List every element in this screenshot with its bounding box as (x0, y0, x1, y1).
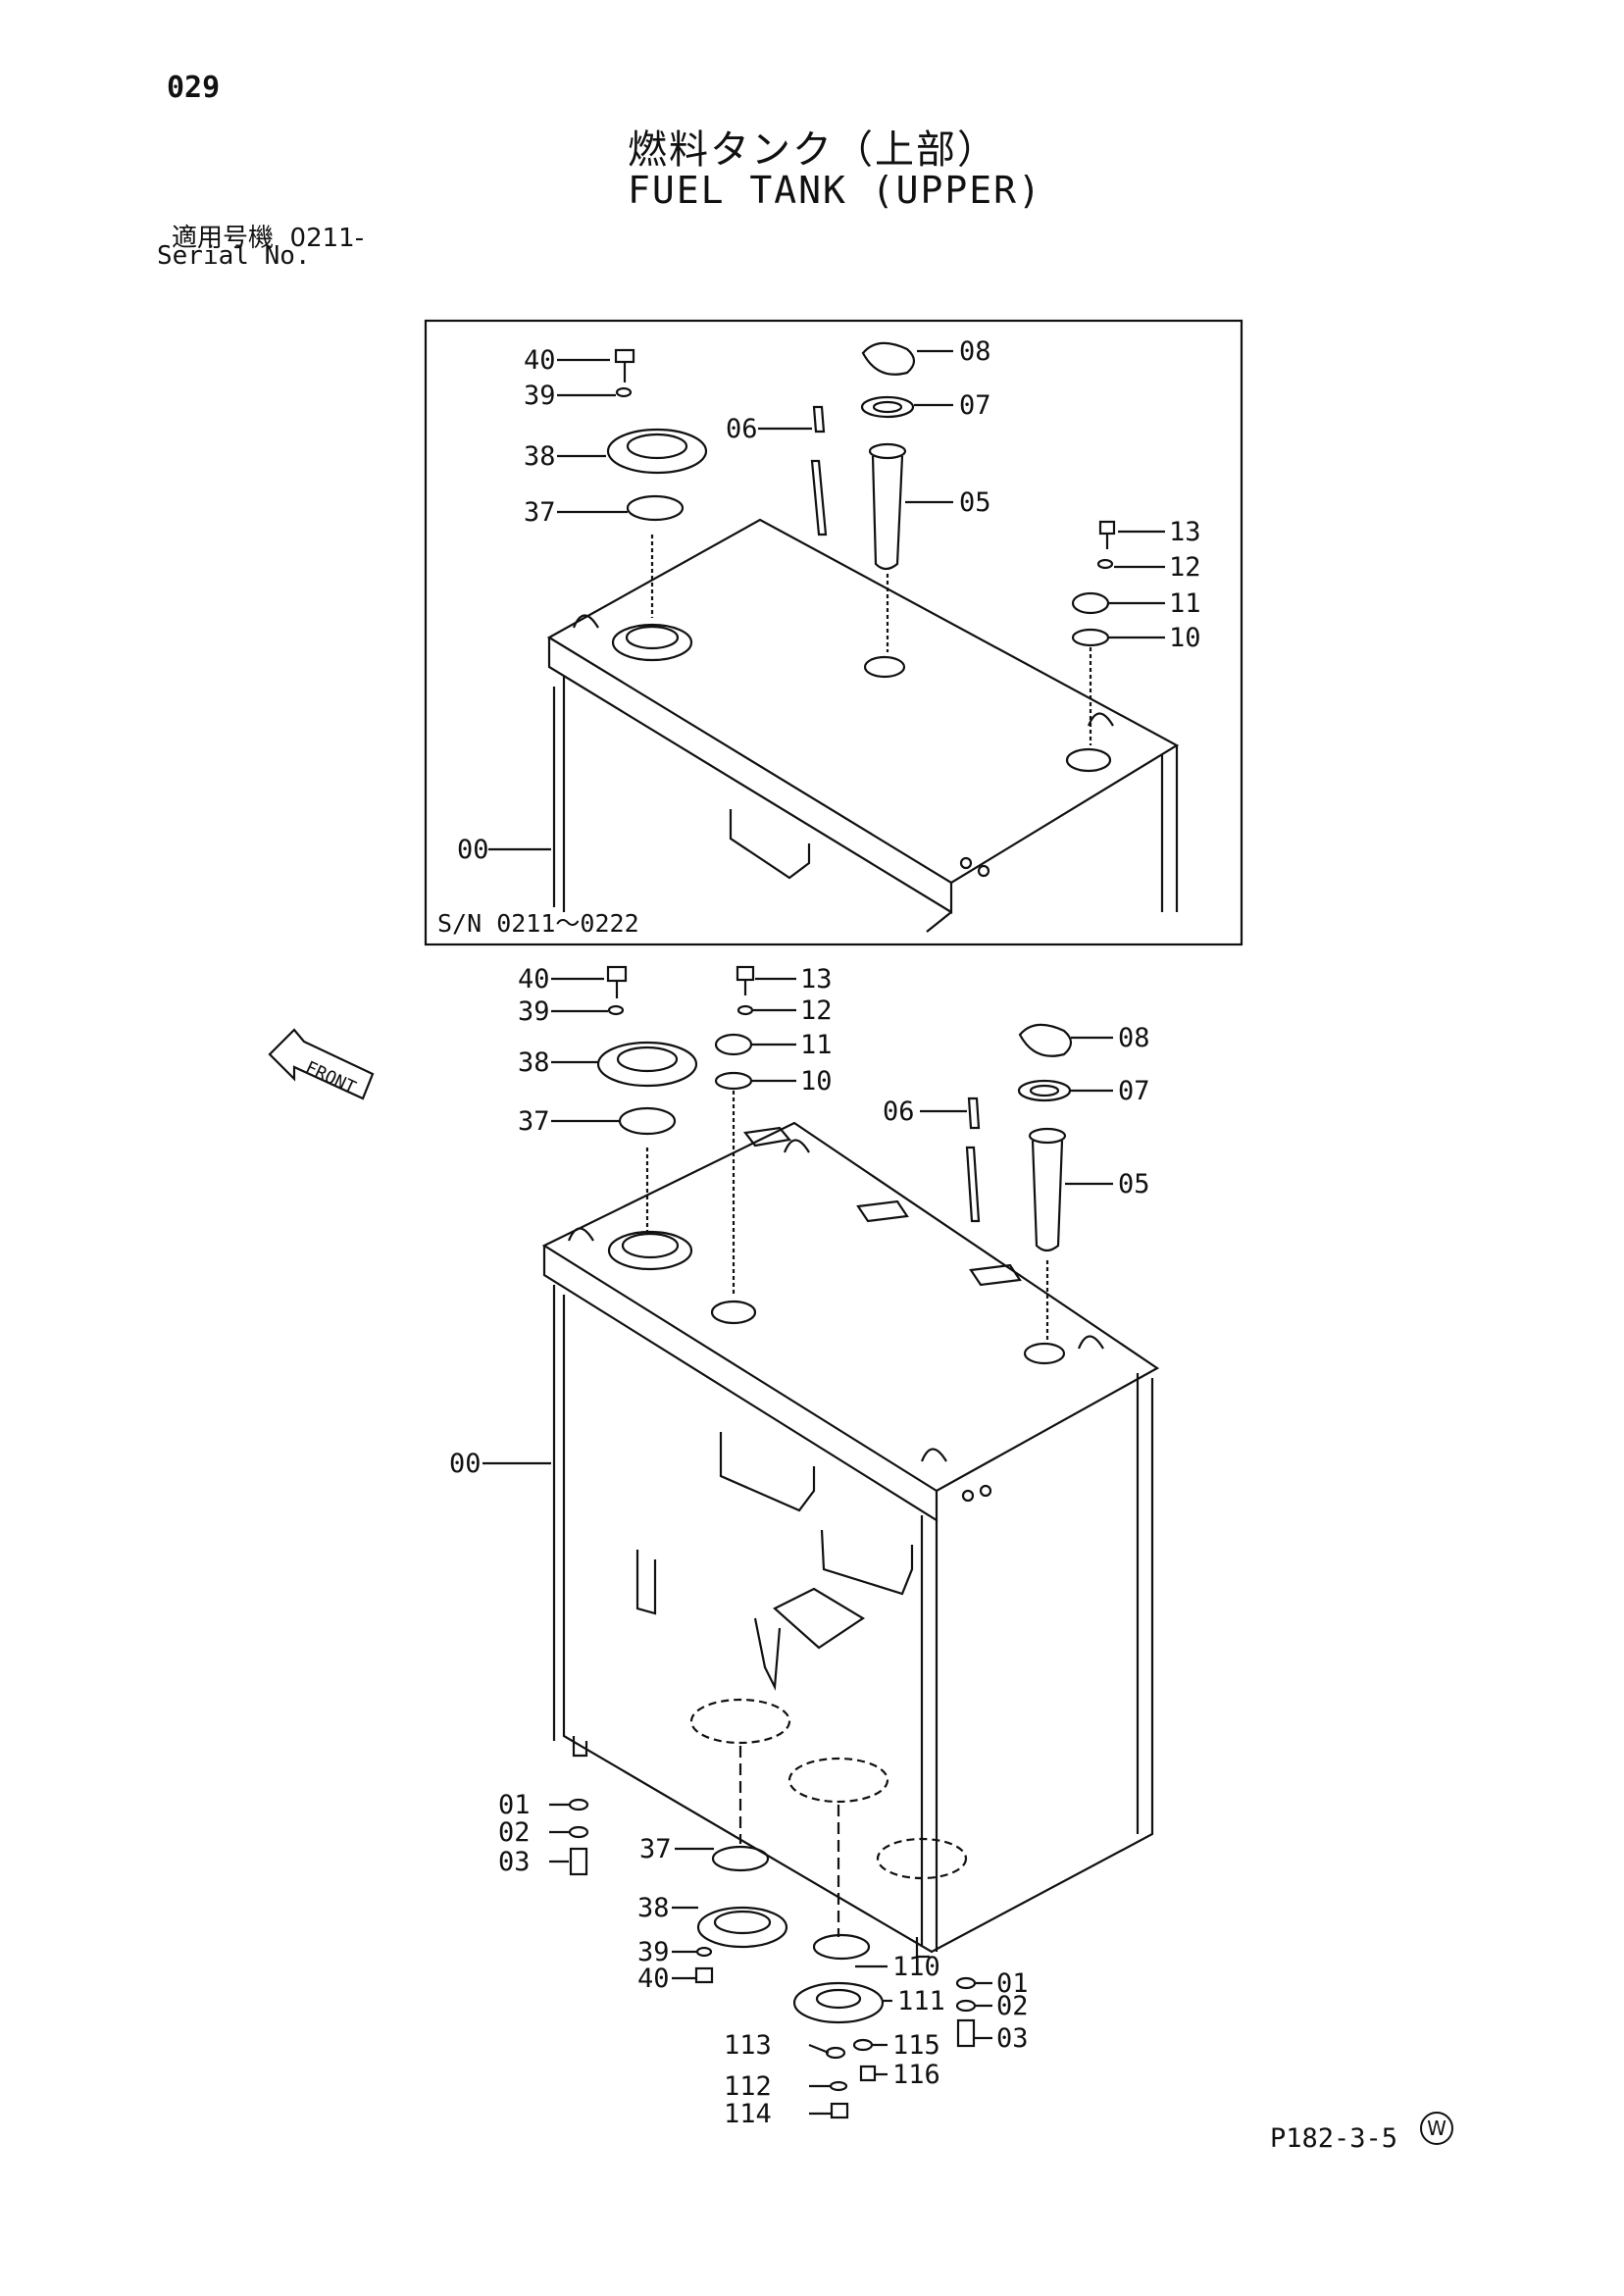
main-callout-02-left: 02 (498, 1817, 531, 1848)
serial-label-japanese: 適用号機 (172, 224, 275, 253)
main-callout-114: 114 (724, 2099, 772, 2129)
main-callout-06: 06 (883, 1097, 915, 1127)
main-callout-115: 115 (892, 2030, 940, 2061)
front-arrow-icon (268, 1028, 375, 1100)
main-callout-39: 39 (518, 996, 550, 1027)
page-number: 029 (167, 71, 221, 105)
w-mark-icon: W (1420, 2112, 1453, 2145)
inset-callout-00: 00 (457, 835, 489, 865)
main-callout-00: 00 (449, 1449, 482, 1479)
inset-callout-37: 37 (524, 497, 556, 528)
main-callout-13: 13 (800, 964, 833, 995)
main-callout-111: 111 (897, 1986, 945, 2016)
inset-callout-05: 05 (959, 487, 991, 518)
main-callout-08: 08 (1118, 1023, 1150, 1053)
inset-callout-40: 40 (524, 345, 556, 376)
main-callout-110: 110 (892, 1952, 940, 1982)
serial-label-english: Serial No. (157, 241, 311, 271)
inset-serial-range: S/N 0211～0222 (437, 909, 639, 938)
main-callout-02-right: 02 (996, 1991, 1029, 2021)
main-callout-12: 12 (800, 995, 833, 1026)
page-title-japanese: 燃料タンク（上部） (628, 128, 998, 173)
serial-value: 0211- (289, 224, 365, 253)
inset-callouts: 40 39 38 37 06 08 07 05 13 12 11 10 00 S… (437, 336, 1201, 938)
inset-callout-39: 39 (524, 381, 556, 411)
inset-callout-38: 38 (524, 441, 556, 472)
main-callout-10: 10 (800, 1066, 833, 1097)
main-callouts: FRONT 40 39 38 37 13 12 11 10 08 07 05 0… (302, 964, 1150, 2129)
main-callout-37-bottom: 37 (639, 1834, 672, 1864)
main-callout-40-bottom: 40 (637, 1964, 670, 1994)
inset-callout-11: 11 (1169, 588, 1201, 619)
main-callout-116: 116 (892, 2060, 940, 2090)
main-callout-113: 113 (724, 2030, 772, 2061)
inset-callout-12: 12 (1169, 552, 1201, 583)
page-reference: P182-3-5 (1270, 2123, 1398, 2154)
main-callout-112: 112 (724, 2071, 772, 2102)
main-callout-01-right: 01 (996, 1968, 1029, 1999)
page-title-english: FUEL TANK (UPPER) (628, 169, 1042, 212)
main-callout-01-left: 01 (498, 1790, 531, 1820)
main-callout-03-right: 03 (996, 2023, 1029, 2054)
main-diagram (268, 965, 1160, 2119)
inset-frame (424, 319, 1243, 946)
main-callout-03-left: 03 (498, 1847, 531, 1877)
inset-callout-13: 13 (1169, 517, 1201, 547)
main-callout-38-bottom: 38 (637, 1893, 670, 1923)
main-callout-05: 05 (1118, 1169, 1150, 1199)
main-callout-40: 40 (518, 964, 550, 995)
main-callout-07: 07 (1118, 1076, 1150, 1106)
main-callout-39-bottom: 39 (637, 1937, 670, 1967)
inset-callout-10: 10 (1169, 623, 1201, 653)
inset-callout-06: 06 (726, 414, 758, 444)
inset-callout-07: 07 (959, 390, 991, 421)
main-callout-38: 38 (518, 1047, 550, 1078)
inset-callout-08: 08 (959, 336, 991, 367)
main-callout-37: 37 (518, 1106, 550, 1137)
main-callout-11: 11 (800, 1030, 833, 1060)
inset-diagram (424, 319, 1243, 946)
serial-applicability: 適用号機 0211- (172, 218, 364, 254)
